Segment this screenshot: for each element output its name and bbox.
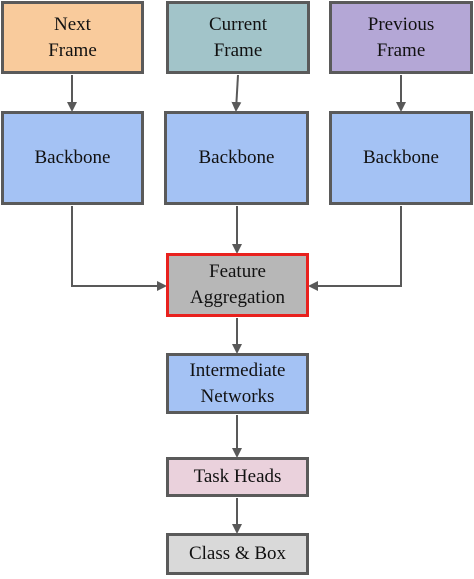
task-heads-box: Task Heads [166, 457, 309, 497]
backbone-label: Backbone [198, 147, 275, 168]
arrow-current-to-backbone [231, 74, 242, 112]
previous-frame-label: Previous Frame [367, 13, 435, 61]
previous-frame-box: Previous Frame [329, 1, 473, 74]
backbone-box-previous: Backbone [329, 111, 473, 205]
intermediate-networks-box: Intermediate Networks [166, 353, 309, 414]
class-box-output-box: Class & Box [166, 533, 309, 575]
backbone-box-next: Backbone [1, 111, 144, 205]
current-frame-box: Current Frame [166, 1, 310, 74]
feature-aggregation-label: Feature Aggregation [190, 261, 285, 308]
class-box-label: Class & Box [188, 543, 287, 564]
arrow-backbone1-to-feature [71, 206, 167, 291]
next-frame-label: Next Frame [48, 13, 97, 61]
arrow-backbone3-to-feature [308, 206, 402, 291]
backbone-label: Backbone [34, 147, 111, 168]
backbone-box-current: Backbone [164, 111, 309, 205]
feature-aggregation-box: Feature Aggregation [166, 253, 309, 317]
task-heads-label: Task Heads [193, 466, 282, 487]
current-frame-label: Current Frame [208, 13, 268, 61]
intermediate-networks-label: Intermediate Networks [189, 359, 286, 407]
backbone-label: Backbone [363, 147, 439, 168]
next-frame-box: Next Frame [1, 1, 144, 74]
